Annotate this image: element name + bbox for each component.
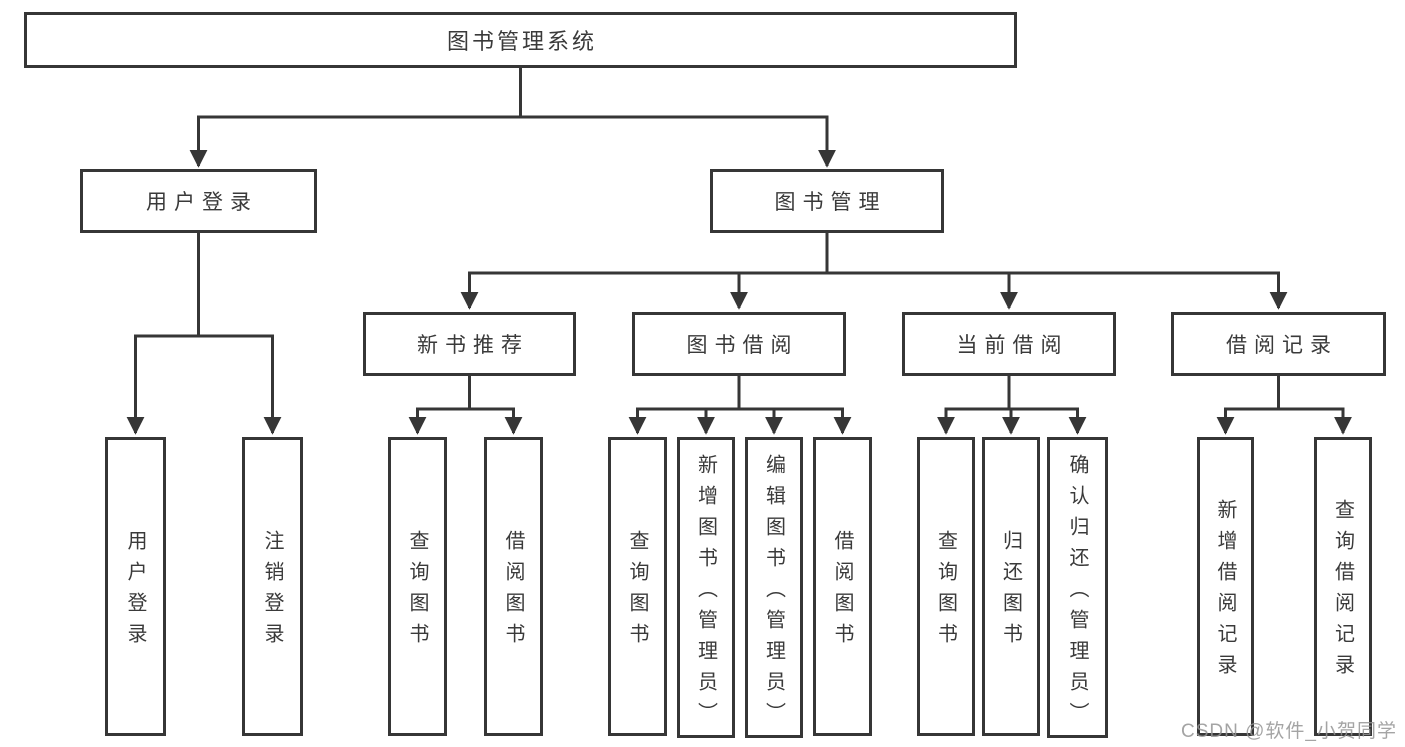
node-add-books-admin-label: 新增图书（管理员） [694, 453, 717, 733]
node-borrow-books: 借阅图书 [813, 437, 872, 736]
csdn-watermark: CSDN @软件_小贺同学 [1181, 721, 1397, 742]
node-query-books-borrow-label: 查询图书 [626, 530, 648, 654]
node-user-login-group: 用户登录 [80, 169, 317, 233]
node-query-books-borrow: 查询图书 [608, 437, 667, 736]
connector-book-borrow-branch [628, 376, 852, 435]
node-login-label: 用户登录 [124, 530, 146, 654]
node-user-login-group-label: 用户登录 [146, 191, 258, 214]
node-book-borrow-label: 图书借阅 [686, 334, 799, 357]
node-library-system: 图书管理系统 [24, 12, 1017, 68]
node-logout-label: 注销登录 [261, 530, 283, 654]
node-current-borrow-label: 当前借阅 [956, 334, 1069, 357]
node-borrow-records-label: 借阅记录 [1226, 334, 1338, 357]
node-confirm-return-admin-label: 确认归还（管理员） [1066, 453, 1088, 733]
node-confirm-return-admin: 确认归还（管理员） [1047, 437, 1108, 738]
node-return-books: 归还图书 [982, 437, 1040, 736]
connector-book-management-branch [460, 233, 1288, 310]
node-borrow-books-label: 借阅图书 [831, 530, 853, 654]
node-new-book-recommend: 新书推荐 [363, 312, 576, 376]
node-add-books-admin: 新增图书（管理员） [677, 437, 735, 738]
node-query-borrow-record-label: 查询借阅记录 [1331, 499, 1354, 685]
node-borrow-records: 借阅记录 [1171, 312, 1386, 376]
node-library-system-label: 图书管理系统 [446, 29, 597, 54]
connector-root-branch [189, 68, 836, 168]
node-book-management-label: 图书管理 [774, 191, 887, 214]
node-query-books-current: 查询图书 [917, 437, 975, 736]
node-edit-books-admin: 编辑图书（管理员） [745, 437, 803, 738]
connector-current-borrow-branch [937, 376, 1087, 435]
node-borrow-books-recommend-label: 借阅图书 [502, 530, 524, 654]
node-new-book-recommend-label: 新书推荐 [417, 334, 529, 357]
node-edit-books-admin-label: 编辑图书（管理员） [762, 453, 785, 733]
node-logout: 注销登录 [242, 437, 303, 736]
node-book-borrow: 图书借阅 [632, 312, 846, 376]
node-borrow-books-recommend: 借阅图书 [484, 437, 543, 736]
connector-borrow-records-branch [1216, 376, 1352, 435]
node-query-borrow-record: 查询借阅记录 [1314, 437, 1372, 736]
connector-new-book-branch [408, 376, 523, 435]
node-return-books-label: 归还图书 [999, 530, 1022, 654]
node-add-borrow-record-label: 新增借阅记录 [1214, 499, 1236, 685]
node-login: 用户登录 [105, 437, 166, 736]
node-query-books-recommend: 查询图书 [388, 437, 447, 736]
node-book-management: 图书管理 [710, 169, 944, 233]
connector-user-login-branch [126, 233, 282, 435]
node-query-books-recommend-label: 查询图书 [406, 530, 428, 654]
node-current-borrow: 当前借阅 [902, 312, 1116, 376]
node-add-borrow-record: 新增借阅记录 [1197, 437, 1254, 736]
node-query-books-current-label: 查询图书 [934, 530, 957, 654]
